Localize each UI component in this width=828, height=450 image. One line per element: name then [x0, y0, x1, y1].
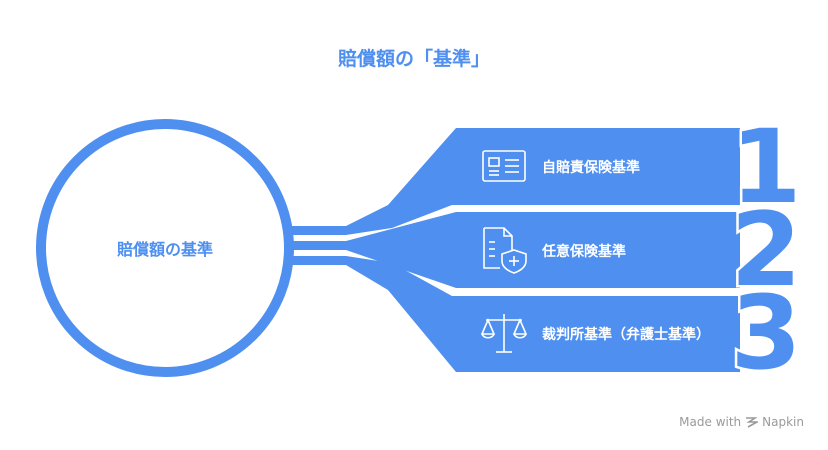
connector-stem: [286, 241, 346, 250]
footer-text: Made with: [679, 415, 742, 429]
insurance-document-icon: [483, 227, 527, 274]
item-number-3: 3: [731, 274, 802, 393]
item-label-2: 任意保険基準: [542, 244, 626, 260]
footer-brand: Napkin: [762, 415, 804, 429]
item-number-1: 1: [731, 108, 802, 227]
item-number-2: 2: [731, 191, 802, 310]
napkin-logo-icon: [746, 417, 759, 428]
connector-stem: [286, 256, 346, 265]
center-label: 賠償額の基準: [116, 240, 213, 259]
item-label-3: 裁判所基準（弁護士基準）: [542, 327, 710, 343]
id-card-icon: [482, 150, 526, 182]
connector-stem: [286, 226, 346, 235]
item-label-1: 自賠責保険基準: [542, 160, 640, 176]
scales-icon: [480, 314, 528, 353]
center-circle: [36, 119, 294, 377]
band-2: [346, 212, 740, 288]
band-1: [346, 128, 740, 235]
diagram-title: 賠償額の「基準」: [337, 48, 490, 70]
napkin-watermark: Made with Napkin: [679, 415, 804, 429]
band-3: [346, 256, 740, 372]
